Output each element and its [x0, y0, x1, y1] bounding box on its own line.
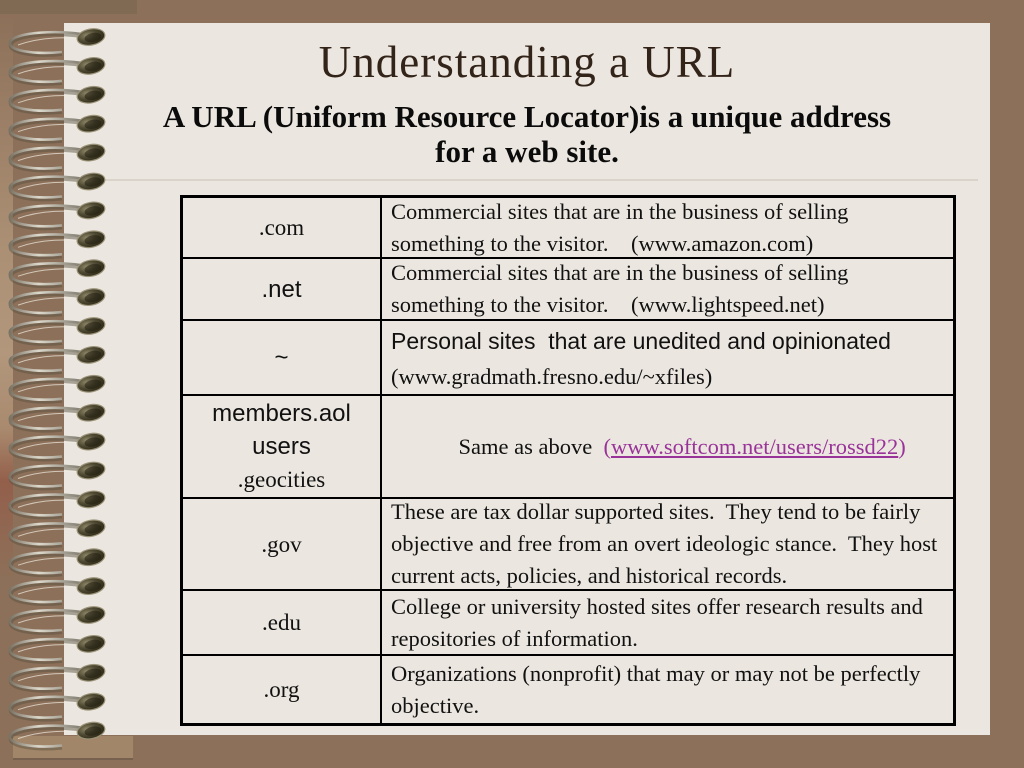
background-patch-top-left [0, 0, 137, 14]
url-desc-net: Commercial sites that are in the busines… [391, 260, 849, 317]
members-desc-text: Same as above [458, 433, 604, 459]
url-desc-org: Organizations (nonprofit) that may or ma… [391, 660, 921, 718]
table-row-net: .net Commercial sites that are in the bu… [183, 259, 953, 321]
table-row-members: members.aol users .geocities Same as abo… [183, 396, 953, 499]
tilde-desc-line2: (www.gradmath.fresno.edu/~xfiles) [391, 363, 713, 389]
link-paren-open: ( [603, 433, 611, 459]
url-suffix-tilde: ~ [183, 321, 382, 394]
url-desc-members: Same as above (www.softcom.net/users/ros… [382, 396, 953, 497]
table-row-org: .org Organizations (nonprofit) that may … [183, 656, 953, 723]
slide-paper: Understanding a URL A URL (Uniform Resou… [64, 23, 990, 735]
members-label-line3: .geocities [237, 467, 326, 492]
url-types-table: .com Commercial sites that are in the bu… [180, 195, 956, 726]
members-label-line2: users [252, 433, 311, 460]
url-suffix-com: .com [183, 198, 382, 257]
link-paren-close: ) [898, 433, 906, 459]
url-suffix-org: .org [183, 656, 382, 723]
url-suffix-net: .net [183, 259, 382, 319]
url-suffix-members: members.aol users .geocities [183, 396, 382, 497]
members-label-line1: members.aol [212, 400, 351, 427]
url-desc-edu: College or university hosted sites offer… [391, 593, 923, 651]
table-row-com: .com Commercial sites that are in the bu… [183, 198, 953, 259]
url-suffix-gov: .gov [183, 499, 382, 589]
softcom-link[interactable]: www.softcom.net/users/rossd22 [610, 433, 899, 459]
table-row-edu: .edu College or university hosted sites … [183, 591, 953, 656]
url-desc-gov: These are tax dollar supported sites. Th… [391, 499, 938, 588]
slide-subtitle: A URL (Uniform Resource Locator)is a uni… [162, 99, 892, 169]
tilde-desc-line1: Personal sites that are unedited and opi… [391, 327, 891, 354]
table-row-tilde: ~ Personal sites that are unedited and o… [183, 321, 953, 396]
url-desc-tilde: Personal sites that are unedited and opi… [382, 321, 953, 394]
url-desc-com: Commercial sites that are in the busines… [391, 198, 849, 256]
slide-title: Understanding a URL [318, 37, 736, 87]
title-divider [100, 179, 978, 181]
background-left-strip [0, 14, 13, 768]
background-patch-bottom-left [13, 736, 133, 760]
url-suffix-edu: .edu [183, 591, 382, 654]
table-row-gov: .gov These are tax dollar supported site… [183, 499, 953, 591]
